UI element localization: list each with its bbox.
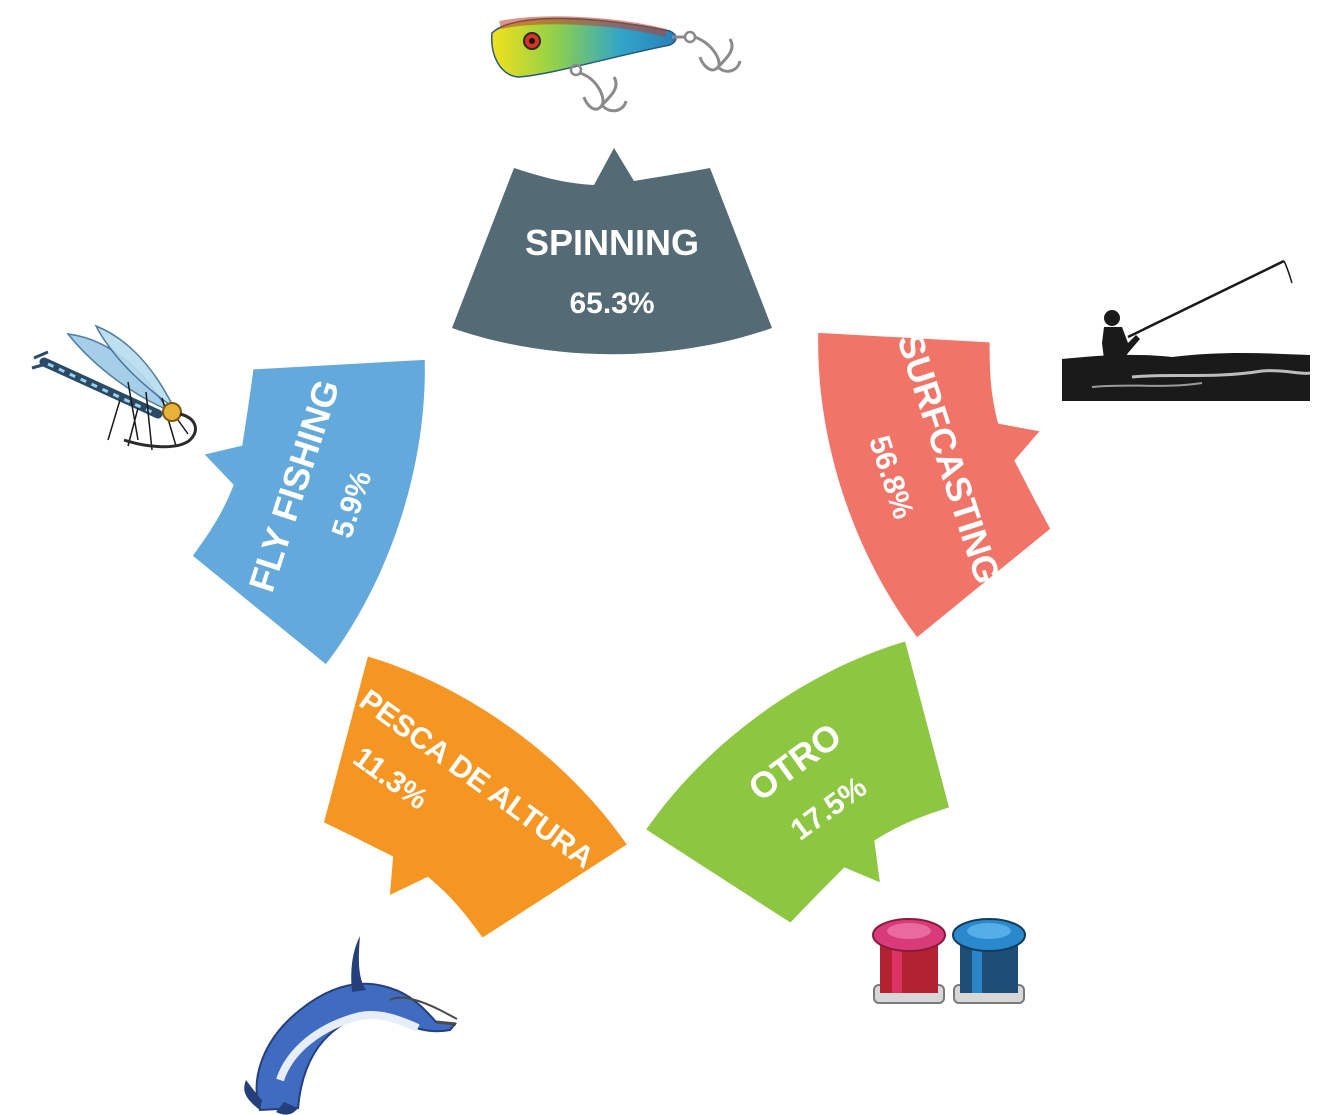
segment-surfcasting-shape: [818, 332, 1051, 638]
segment-fly-fishing: FLY FISHING 5.9%: [192, 359, 425, 665]
segment-spinning-shape: [452, 148, 772, 355]
segment-fly-fishing-shape: [192, 359, 425, 665]
segment-pesca-de-altura-shape: [323, 656, 627, 938]
surfcaster-silhouette-icon: [1062, 259, 1311, 401]
segment-spinning: SPINNING 65.3%: [452, 148, 772, 355]
segment-otro-shape: [646, 641, 950, 923]
line-spools-icon: [872, 918, 1026, 1004]
segment-surfcasting: SURFCASTING 56.8%: [818, 329, 1051, 638]
segment-otro: OTRO 17.5%: [646, 641, 950, 923]
segment-spinning-label: SPINNING: [525, 222, 699, 263]
segment-spinning-value: 65.3%: [569, 287, 654, 320]
popper-lure-icon: [491, 16, 742, 113]
fly-lure-icon: [31, 324, 197, 451]
marlin-icon: [244, 936, 458, 1115]
segment-pesca-de-altura: PESCA DE ALTURA 11.3%: [323, 656, 627, 938]
